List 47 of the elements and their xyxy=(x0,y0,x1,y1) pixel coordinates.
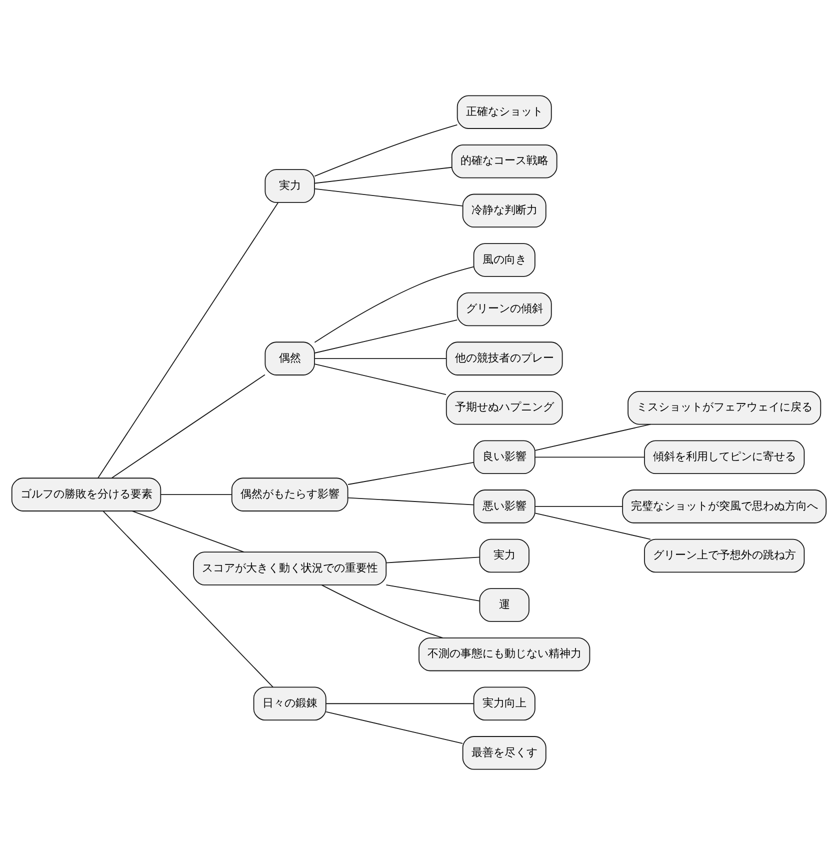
connector xyxy=(111,374,266,478)
connector xyxy=(314,188,463,206)
connector xyxy=(326,711,463,744)
connector xyxy=(534,424,651,451)
node-box: グリーン上で予想外の跳ね方 xyxy=(644,538,805,573)
connector xyxy=(160,494,232,496)
node-box: 日々の鍛錬 xyxy=(253,686,326,721)
connector xyxy=(132,510,244,553)
node-box: 偶然がもたらす影響 xyxy=(231,478,348,512)
node-box: 的確なコース戦略 xyxy=(451,144,558,178)
connector xyxy=(98,202,278,478)
node-box: 完璧なショットが突風で思わぬ方向へ xyxy=(622,490,827,524)
node-box: ミスショットがフェアウェイに戻る xyxy=(628,390,822,425)
node-box: 予期せぬハプニング xyxy=(446,390,563,425)
connector xyxy=(534,456,645,458)
connector xyxy=(314,320,458,354)
node-box: 実力 xyxy=(479,538,530,573)
node-box: 実力向上 xyxy=(473,686,536,721)
connector xyxy=(314,266,474,343)
connector xyxy=(326,703,474,704)
node-box: 最善を尽くす xyxy=(462,736,546,770)
connector xyxy=(348,462,474,485)
connector xyxy=(348,497,474,506)
connector xyxy=(314,364,446,395)
node-box: 傾斜を利用してピンに寄せる xyxy=(644,440,805,474)
node-box: 正確なショット xyxy=(456,95,552,129)
node-box: 不測の事態にも動じない精神力 xyxy=(418,637,590,672)
node-box: 運 xyxy=(479,588,530,622)
node-box: 他の競技者のプレー xyxy=(446,342,563,376)
connector xyxy=(102,510,274,688)
connector xyxy=(534,512,651,540)
node-box: 風の向き xyxy=(473,243,536,277)
node-box: ゴルフの勝敗を分ける要素 xyxy=(11,478,162,512)
connector xyxy=(314,358,446,360)
connector xyxy=(386,584,480,602)
node-box: 偶然 xyxy=(264,342,315,376)
connector xyxy=(321,584,444,638)
node-box: 実力 xyxy=(264,169,315,203)
node-box: 良い影響 xyxy=(473,440,536,474)
connector xyxy=(386,556,480,564)
connector xyxy=(534,506,623,507)
node-box: スコアが大きく動く状況での重要性 xyxy=(193,552,387,586)
node-box: グリーンの傾斜 xyxy=(456,292,552,326)
connector xyxy=(314,166,452,184)
node-box: 悪い影響 xyxy=(473,490,536,524)
node-box: 冷静な判断力 xyxy=(462,194,546,228)
connector xyxy=(314,124,458,177)
